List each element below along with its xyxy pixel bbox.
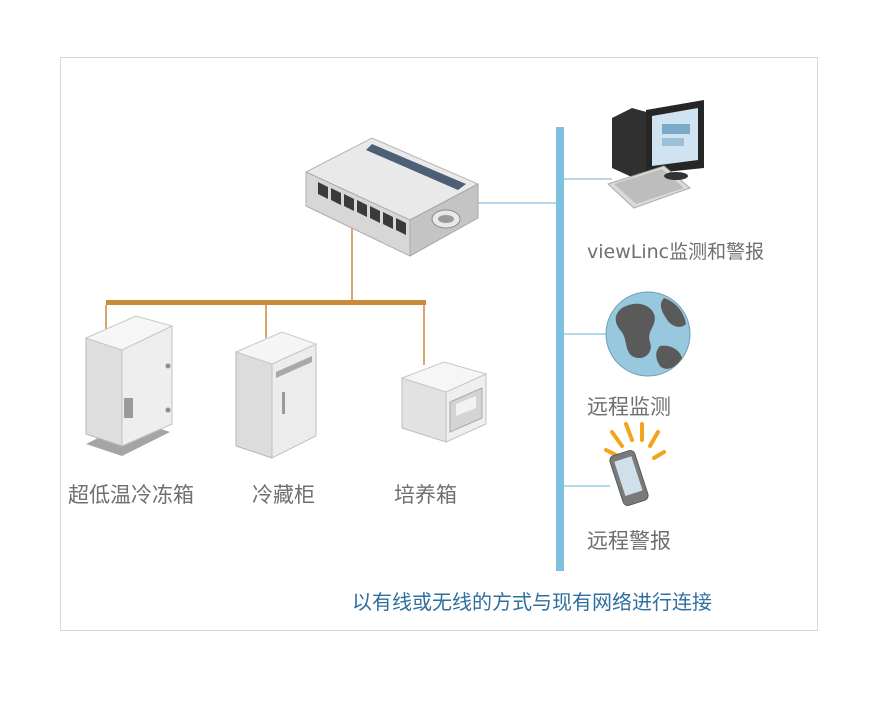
ultra-low-freezer-icon <box>84 315 174 456</box>
incubator-icon <box>400 361 488 443</box>
wired-bus-line <box>106 300 426 305</box>
endpoint-label-viewlinc: viewLinc监测和警报 <box>587 241 765 263</box>
endpoint-label-remote-monitoring: 远程监测 <box>587 395 671 419</box>
data-logger-icon <box>304 137 480 257</box>
diagram-frame <box>60 57 818 631</box>
network-backbone-line <box>556 127 564 571</box>
endpoint-label-remote-alarm: 远程警报 <box>587 529 671 553</box>
computer-icon <box>607 100 704 209</box>
equipment-label-ultra-low-freezer: 超低温冷冻箱 <box>68 483 194 507</box>
network-connection-caption: 以有线或无线的方式与现有网络进行连接 <box>352 590 712 614</box>
mobile-alarm-icon <box>604 422 666 506</box>
refrigerator-icon <box>234 331 318 459</box>
equipment-label-refrigerator: 冷藏柜 <box>252 483 315 507</box>
equipment-label-incubator: 培养箱 <box>394 483 457 507</box>
globe-icon <box>605 291 691 377</box>
